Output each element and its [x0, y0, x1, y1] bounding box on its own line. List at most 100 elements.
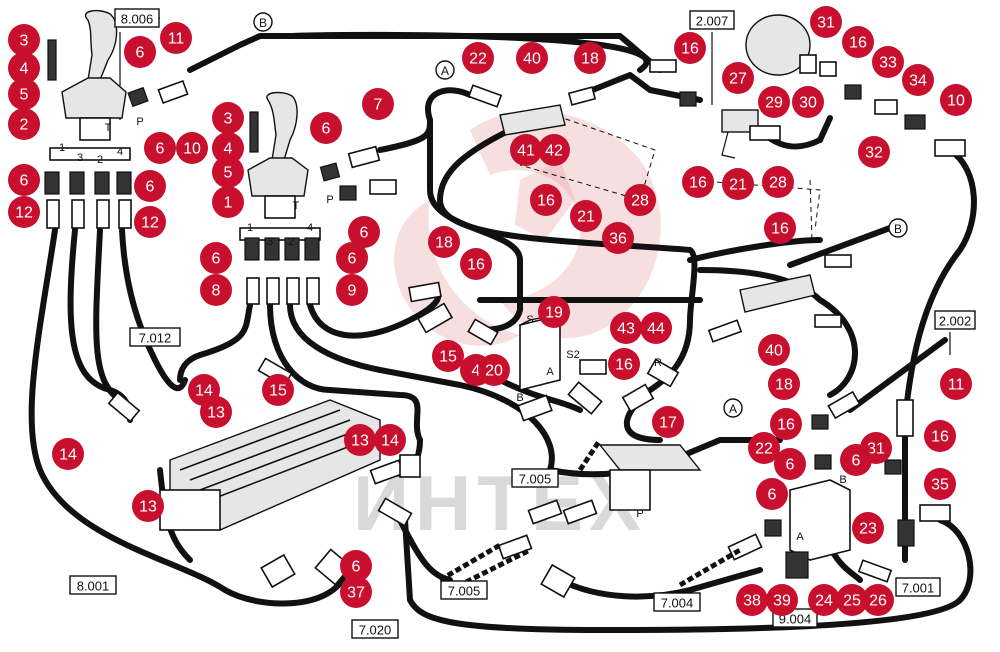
part-callout: 16 — [530, 184, 562, 216]
part-callout: 15 — [262, 374, 294, 406]
part-number: 21 — [729, 177, 747, 194]
part-callout: 13 — [132, 490, 164, 522]
part-callout: 16 — [770, 408, 802, 440]
connector-label: B — [894, 222, 902, 236]
part-callout: 21 — [722, 168, 754, 200]
part-number: 31 — [867, 441, 885, 458]
port-label: P — [636, 508, 643, 520]
part-callout: 1 — [212, 186, 244, 218]
port-label: 1 — [247, 222, 253, 234]
reference-box: 7.012 — [129, 327, 181, 347]
part-number: 34 — [909, 73, 927, 90]
connector-label: A — [729, 402, 737, 416]
part-callout: 6 — [200, 242, 232, 274]
part-number: 42 — [545, 143, 563, 160]
part-number: 28 — [769, 175, 787, 192]
connector-label: A — [441, 64, 449, 78]
reference-label: 2.002 — [939, 314, 972, 329]
part-number: 16 — [681, 41, 699, 58]
control-valve-bank — [159, 399, 381, 531]
reference-box: 7.005 — [440, 580, 488, 600]
reference-label: 7.020 — [359, 623, 392, 638]
part-number: 4 — [20, 61, 29, 78]
part-number: 44 — [647, 321, 665, 338]
part-callout: 5 — [8, 78, 40, 110]
part-number: 14 — [195, 383, 213, 400]
part-number: 4 — [224, 141, 233, 158]
part-number: 12 — [141, 215, 159, 232]
part-number: 13 — [351, 433, 369, 450]
part-number: 24 — [815, 593, 833, 610]
connectors: B A B A — [253, 12, 908, 418]
part-number: 15 — [439, 349, 457, 366]
part-callout: 40 — [516, 42, 548, 74]
part-callout: 44 — [640, 312, 672, 344]
part-callout: 28 — [762, 166, 794, 198]
part-number: 9 — [348, 283, 357, 300]
part-number: 3 — [20, 33, 29, 50]
part-number: 5 — [20, 87, 29, 104]
connector-label: B — [259, 16, 267, 30]
part-callout: 6 — [840, 444, 872, 476]
part-callout: 13 — [344, 424, 376, 456]
part-number: 6 — [348, 251, 357, 268]
part-number: 23 — [859, 521, 877, 538]
port-label: P — [136, 116, 143, 128]
part-callout: 33 — [872, 46, 904, 78]
part-callout: 22 — [748, 432, 780, 464]
part-callout: 7 — [362, 88, 394, 120]
port-label: P — [326, 194, 333, 206]
valve-block-23 — [785, 479, 851, 579]
connector-marker: A — [723, 398, 743, 418]
part-callout: 4 — [8, 52, 40, 84]
part-callout: 6 — [124, 36, 156, 68]
part-number: 31 — [817, 15, 835, 32]
part-callout: 2 — [8, 108, 40, 140]
part-callout: 6 — [336, 242, 368, 274]
port-label: 4 — [117, 146, 123, 158]
part-number: 43 — [617, 321, 635, 338]
part-callout: 16 — [924, 420, 956, 452]
part-number: 6 — [768, 487, 777, 504]
part-callout: 25 — [836, 584, 868, 616]
part-callout: 6 — [348, 216, 380, 248]
connector-marker: B — [253, 12, 273, 32]
port-label: S — [526, 314, 533, 326]
components — [44, 9, 966, 599]
reference-box: 8.006 — [114, 8, 160, 28]
part-number: 6 — [20, 173, 29, 190]
part-number: 35 — [931, 477, 949, 494]
part-callout: 14 — [374, 424, 406, 456]
part-callout: 3 — [212, 102, 244, 134]
part-number: 6 — [322, 121, 331, 138]
port-label: R — [654, 357, 662, 369]
part-number: 29 — [765, 95, 783, 112]
part-callout: 5 — [212, 156, 244, 188]
part-callout: 16 — [682, 166, 714, 198]
part-number: 22 — [469, 51, 487, 68]
part-callout: 42 — [538, 134, 570, 166]
part-callout: 36 — [602, 222, 634, 254]
part-number: 6 — [352, 559, 361, 576]
reference-box: 7.004 — [653, 592, 701, 612]
part-number: 16 — [777, 417, 795, 434]
part-callout: 35 — [924, 468, 956, 500]
part-number: 13 — [139, 499, 157, 516]
part-number: 16 — [537, 193, 555, 210]
part-callout: 23 — [852, 512, 884, 544]
part-callout: 6 — [144, 132, 176, 164]
part-callout: 39 — [766, 584, 798, 616]
part-number: 2 — [20, 117, 29, 134]
accumulator-29 — [745, 14, 817, 76]
part-callout: 38 — [736, 584, 768, 616]
part-callout: 40 — [758, 334, 790, 366]
part-callout: 12 — [134, 206, 166, 238]
connector-marker: A — [435, 60, 455, 80]
part-number: 19 — [545, 305, 563, 322]
part-number: 22 — [755, 441, 773, 458]
part-callout: 21 — [570, 200, 602, 232]
part-number: 10 — [183, 141, 201, 158]
part-number: 16 — [615, 357, 633, 374]
